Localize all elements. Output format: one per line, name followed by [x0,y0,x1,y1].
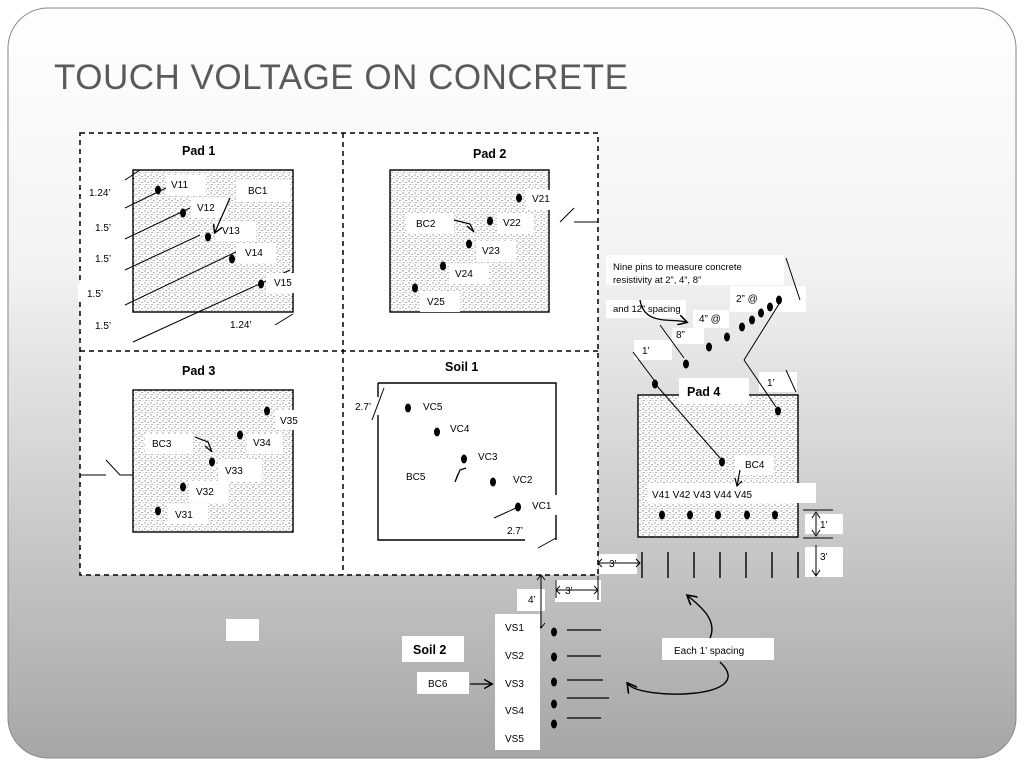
pin-v33: V33 [225,466,243,477]
soil-1-dim-top: 2.7’ [355,402,371,413]
pin-vs3: VS3 [505,679,524,690]
pad-4-title: Pad 4 [687,385,720,399]
pin-v34: V34 [253,438,271,449]
soil-1-bc: BC5 [406,472,426,483]
pin-v14: V14 [245,248,263,259]
soil-2: Soil 2 BC6 VS1 VS2 VS3 VS4 VS5 [402,614,609,750]
pin-v21: V21 [532,194,550,205]
pin-vs1: VS1 [505,623,524,634]
pad-3-bc: BC3 [152,439,172,450]
nine-pins-note-2: resistivity at 2”, 4”, 8” [613,275,701,286]
soil-1-title: Soil 1 [445,360,478,374]
pad-1-bc: BC1 [248,186,268,197]
pad-4-dim-right: 1’ [767,378,775,389]
pad-1-dim-2: 1.5’ [95,223,111,234]
pin-v25: V25 [427,297,445,308]
pad-2-bc: BC2 [416,219,436,230]
pad-2-title: Pad 2 [473,147,506,161]
pad-1-title: Pad 1 [182,144,215,158]
pad-1-dim-5: 1.5’ [95,321,111,332]
pin-v15: V15 [274,278,292,289]
pad-2: Pad 2 V21 V22 V23 V24 V25 BC2 [389,147,598,313]
pad-4-dim-3ft: 3’ [820,552,828,563]
pin-vs4: VS4 [505,706,524,717]
soil-2-title: Soil 2 [413,643,446,657]
nine-pins-note-1: Nine pins to measure concrete [613,262,742,273]
gap-dim-3ft-b: 3’ [565,586,573,597]
pad-4: Nine pins to measure concrete resistivit… [606,255,843,577]
ground-ticks [641,552,799,578]
pin-vc3: VC3 [478,452,498,463]
pad-4-dim-1ft: 1’ [820,520,828,531]
pin-v23: V23 [482,246,500,257]
pin-v13: V13 [222,226,240,237]
pad-1-dim-4: 1.5’ [87,289,103,300]
pad-4-bc: BC4 [745,460,765,471]
pad-4-dim-left: 1’ [642,346,650,357]
blank-box [226,619,259,641]
gap-dim-4ft: 4’ [528,595,536,606]
soil-1: Soil 1 2.7’ 2.7’ VC5 VC4 VC3 VC2 VC1 [350,360,566,549]
spacing-2in: 2” @ [736,294,758,305]
pin-vc5: VC5 [423,402,443,413]
soil-1-dim-bottom: 2.7’ [507,526,523,537]
pin-v24: V24 [455,269,473,280]
gap-dim-3ft-a: 3’ [609,559,617,570]
spacing-8in: 8” [676,330,685,341]
nine-pins-note-3: and 12” spacing [613,304,681,315]
pin-v12: V12 [197,203,215,214]
each-spacing-label: Each 1’ spacing [674,646,744,657]
pin-vc2: VC2 [513,475,533,486]
spacing-note: Each 1’ spacing [628,596,774,695]
pad-1-dim-1: 1.24’ [89,188,111,199]
pad-3: Pad 3 V31 V32 V33 V34 V35 BC3 [80,364,305,533]
pin-vc4: VC4 [450,424,470,435]
soil-2-bc: BC6 [428,679,448,690]
pin-v22: V22 [503,218,521,229]
slide-title: TOUCH VOLTAGE ON CONCRETE [54,58,629,97]
pin-vs2: VS2 [505,651,524,662]
pad-1-dim-6: 1.24’ [230,320,252,331]
pin-v31: V31 [175,510,193,521]
pin-v35: V35 [280,416,298,427]
pin-vc1: VC1 [532,501,552,512]
pad-1: Pad 1 1.24’ 1.5’ 1.5 [78,144,300,343]
pad-3-title: Pad 3 [182,364,215,378]
pad-4-pins-row: V41 V42 V43 V44 V45 [652,490,753,501]
pin-vs5: VS5 [505,734,524,745]
pin-v11: V11 [171,180,188,191]
pad-1-dim-3: 1.5’ [95,254,111,265]
spacing-4in: 4” @ [699,314,721,325]
pin-v32: V32 [196,487,214,498]
gap-dims: 3’ 3’ 4’ [517,554,641,629]
